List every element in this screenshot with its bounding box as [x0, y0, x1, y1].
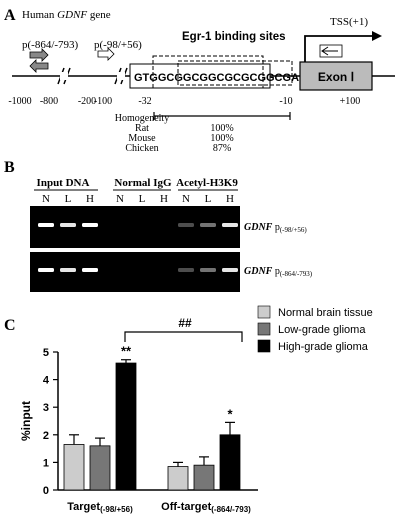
gel-band-0-7 — [200, 223, 216, 227]
lane-label-2: H — [86, 193, 94, 205]
gel-band-1-7 — [200, 268, 216, 272]
chart-legend: Normal brain tissue Low-grade glioma Hig… — [257, 305, 373, 353]
category-label-0: Target(-98/+56) — [67, 501, 133, 514]
species-chicken: Chicken — [125, 143, 158, 154]
sig-between: ## — [178, 316, 192, 330]
species-rat: Rat — [135, 123, 149, 134]
lane-label-3: N — [116, 193, 124, 205]
category-label-1: Off-target(-864/-793) — [161, 501, 251, 514]
sig-target: ** — [121, 344, 132, 359]
tss-arrow — [304, 35, 378, 62]
sequence: GTGGCGGCGGCGCGCGGCGAG — [134, 72, 308, 84]
bar-1-1 — [193, 464, 215, 491]
homology-range — [153, 112, 291, 120]
gel-band-0-6 — [178, 223, 194, 227]
svg-text:Normal IgG: Normal IgG — [114, 177, 172, 189]
legend-swatch-low — [257, 322, 271, 336]
panel-c-label: C — [4, 317, 16, 334]
legend-swatch-high — [257, 339, 271, 353]
sig-offtarget: * — [227, 406, 233, 421]
bar-0-1 — [167, 466, 189, 491]
gel-band-1-8 — [222, 268, 238, 272]
reverse-primer-box — [319, 44, 343, 58]
primer-label-1: p(-864/-793) — [22, 39, 79, 51]
legend-swatch-normal — [257, 305, 271, 319]
svg-text:-100: -100 — [94, 96, 112, 107]
gel-band-0-2 — [82, 223, 98, 227]
egr-label: Egr-1 binding sites — [182, 31, 286, 43]
primer-arrows-2 — [97, 47, 115, 61]
tss-label: TSS(+1) — [330, 16, 368, 28]
legend-high: High-grade glioma — [278, 341, 369, 353]
position-labels: -1000 -800 -200 -100 -32 -10 +100 — [8, 96, 360, 107]
svg-text:+100: +100 — [340, 96, 361, 107]
bar-1-0 — [89, 445, 111, 491]
lane-label-4: L — [139, 193, 146, 205]
panel-a-label: A — [4, 7, 16, 24]
y-tick-label-1: 1 — [43, 457, 49, 469]
gel-band-1-0 — [38, 268, 54, 272]
svg-text:-32: -32 — [138, 96, 151, 107]
gel-label-1: GDNF p(-98/+56) — [244, 222, 307, 234]
percent-mouse: 100% — [210, 133, 233, 144]
lane-label-6: N — [182, 193, 190, 205]
significance-bracket — [124, 331, 243, 342]
svg-text:Acetyl-H3K9: Acetyl-H3K9 — [176, 177, 238, 189]
svg-text:Input DNA: Input DNA — [37, 177, 90, 189]
lane-label-0: N — [42, 193, 50, 205]
svg-text:-800: -800 — [40, 96, 58, 107]
egr-site-box-1 — [152, 55, 264, 89]
lane-label-1: L — [65, 193, 72, 205]
y-tick-label-2: 2 — [43, 430, 49, 442]
egr-site-box-2 — [177, 60, 293, 86]
tss-arrow-head — [372, 31, 382, 41]
svg-text:-10: -10 — [279, 96, 292, 107]
legend-normal: Normal brain tissue — [278, 307, 373, 319]
y-tick-label-0: 0 — [43, 485, 49, 497]
svg-text:-1000: -1000 — [8, 96, 31, 107]
primer-label-2: p(-98/+56) — [94, 39, 142, 51]
gel-label-2: GDNF p(-864/-793) — [244, 266, 313, 278]
y-tick-label-4: 4 — [43, 375, 50, 387]
legend-low: Low-grade glioma — [278, 324, 366, 336]
bar-2-0 — [115, 362, 137, 491]
bar-chart: 012345%input***Target(-98/+56)Off-target… — [19, 344, 258, 514]
gel-band-0-0 — [38, 223, 54, 227]
exon-1-box — [299, 61, 373, 91]
panel-b-label: B — [4, 159, 15, 176]
y-axis-label: %input — [19, 401, 33, 441]
gene-title: Human GDNF gene — [22, 9, 111, 21]
homogeneity-label: Homogeneity — [115, 113, 169, 124]
percent-chicken: 87% — [213, 143, 231, 154]
reverse-primer-icon — [321, 46, 338, 56]
lane-label-7: L — [205, 193, 212, 205]
species-mouse: Mouse — [128, 133, 156, 144]
lane-label-8: H — [226, 193, 234, 205]
gel-band-1-6 — [178, 268, 194, 272]
gel-band-0-1 — [60, 223, 76, 227]
gel-band-1-1 — [60, 268, 76, 272]
gel-band-1-2 — [82, 268, 98, 272]
exon-label: Exon Ⅰ — [318, 70, 354, 84]
svg-text:-200: -200 — [78, 96, 96, 107]
y-tick-label-5: 5 — [43, 347, 49, 359]
y-tick-label-3: 3 — [43, 402, 49, 414]
gel-group-labels: Input DNA Normal IgG Acetyl-H3K9 — [37, 177, 239, 189]
gel-band-0-8 — [222, 223, 238, 227]
gel-bands — [38, 223, 238, 272]
primer-arrows-1 — [29, 48, 49, 73]
bar-2-1 — [219, 434, 241, 491]
bar-0-0 — [63, 444, 85, 491]
lane-label-5: H — [160, 193, 168, 205]
percent-rat: 100% — [210, 123, 233, 134]
